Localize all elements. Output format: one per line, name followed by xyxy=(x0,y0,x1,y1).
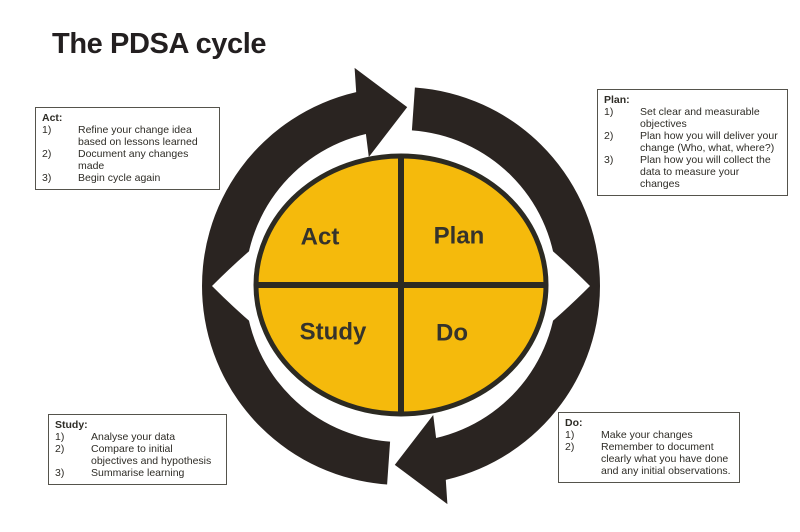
wheel-quadrant-study: Study xyxy=(300,319,367,346)
list-item: 2) Remember to document clearly what you… xyxy=(565,441,733,477)
plan-note-box: Plan: 1) Set clear and measurable object… xyxy=(597,89,788,196)
list-item: 3) Summarise learning xyxy=(55,467,220,479)
list-item: 3) Plan how you will collect the data to… xyxy=(604,154,781,190)
list-number: 2) xyxy=(604,130,614,142)
list-item: 1) Set clear and measurable objectives xyxy=(604,106,781,130)
list-item: 1) Analyse your data xyxy=(55,431,220,443)
list-number: 3) xyxy=(604,154,614,166)
do-note-box: Do: 1) Make your changes 2) Remember to … xyxy=(558,412,740,483)
list-item: 3) Begin cycle again xyxy=(42,172,213,184)
page-title: The PDSA cycle xyxy=(52,28,267,60)
list-item-text: Document any changes made xyxy=(78,148,189,172)
list-item-text: Remember to document clearly what you ha… xyxy=(601,441,731,477)
list-number: 2) xyxy=(42,148,52,160)
list-item: 1) Refine your change idea based on less… xyxy=(42,124,213,148)
list-number: 3) xyxy=(55,467,65,479)
list-item-text: Plan how you will collect the data to me… xyxy=(640,154,771,190)
wheel-quadrant-plan: Plan xyxy=(434,223,485,250)
list-number: 2) xyxy=(55,443,65,455)
wheel-quadrant-do: Do xyxy=(436,320,468,347)
list-number: 1) xyxy=(565,429,575,441)
plan-note-heading: Plan: xyxy=(604,94,630,106)
list-item-text: Analyse your data xyxy=(91,431,176,443)
list-item-text: Begin cycle again xyxy=(78,172,161,184)
cycle-arrow-top xyxy=(202,67,408,485)
act-note-box: Act: 1) Refine your change idea based on… xyxy=(35,107,220,190)
study-note-heading: Study: xyxy=(55,419,88,431)
list-number: 1) xyxy=(55,431,65,443)
wheel-quadrant-act: Act xyxy=(301,224,340,251)
list-item-text: Compare to initial objectives and hypoth… xyxy=(91,443,212,467)
do-note-heading: Do: xyxy=(565,417,583,429)
list-number: 2) xyxy=(565,441,575,453)
list-number: 3) xyxy=(42,172,52,184)
list-item: 2) Compare to initial objectives and hyp… xyxy=(55,443,220,467)
list-item-text: Make your changes xyxy=(601,429,693,441)
list-item: 2) Document any changes made xyxy=(42,148,213,172)
ring-taper-notch-left xyxy=(212,237,266,335)
act-note-heading: Act: xyxy=(42,112,63,124)
list-number: 1) xyxy=(604,106,614,118)
list-item-text: Summarise learning xyxy=(91,467,185,479)
list-item-text: Plan how you will deliver your change (W… xyxy=(640,130,778,154)
list-item-text: Set clear and measurable objectives xyxy=(640,106,760,130)
cycle-arrow-bottom xyxy=(394,87,600,505)
list-item: 2) Plan how you will deliver your change… xyxy=(604,130,781,154)
ring-taper-notch-right xyxy=(536,237,590,335)
list-item-text: Refine your change idea based on lessons… xyxy=(78,124,198,148)
study-note-box: Study: 1) Analyse your data 2) Compare t… xyxy=(48,414,227,485)
list-item: 1) Make your changes xyxy=(565,429,733,441)
list-number: 1) xyxy=(42,124,52,136)
